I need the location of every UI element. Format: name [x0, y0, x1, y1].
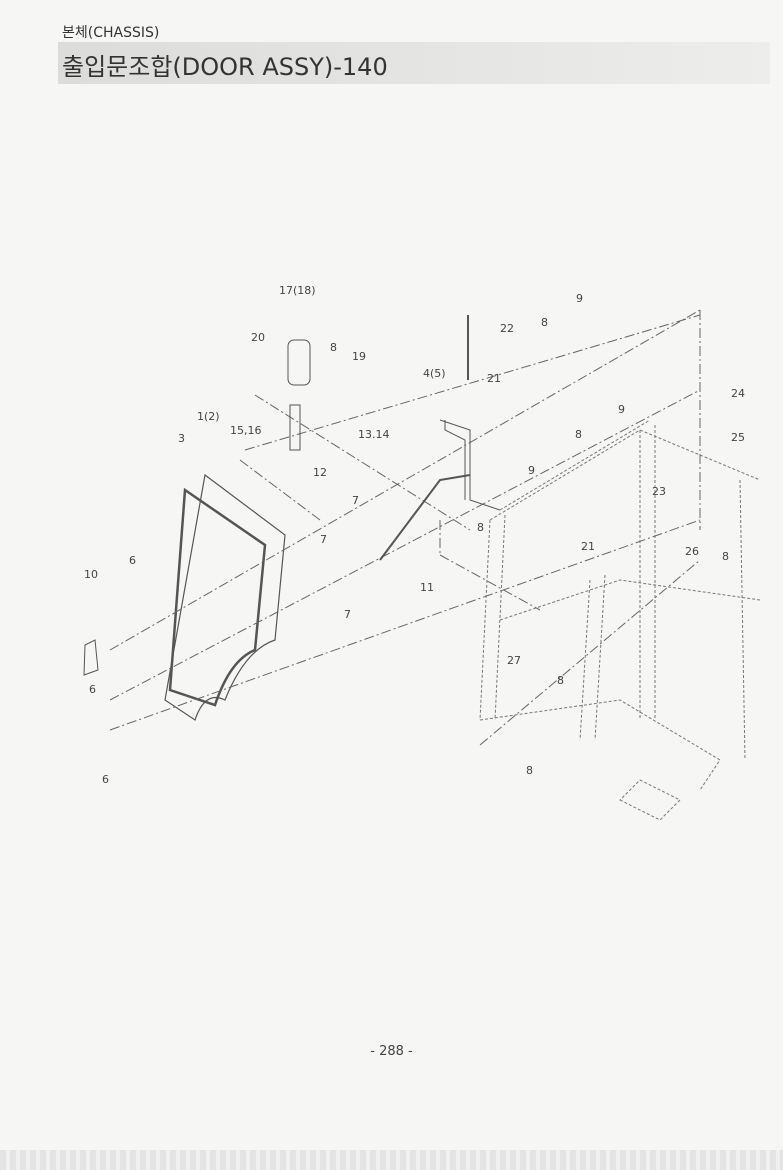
callout: 8 [477, 521, 484, 534]
callout: 7 [344, 608, 351, 621]
callout: 8 [541, 316, 548, 329]
callout: 11 [420, 581, 434, 594]
door-seal [168, 487, 267, 707]
callout: 4(5) [423, 367, 446, 380]
cab-frame [479, 419, 761, 821]
callout: 21 [487, 372, 501, 385]
callout: 8 [526, 764, 533, 777]
callout: 27 [507, 654, 521, 667]
callout: 15,16 [230, 424, 262, 437]
hinge-bracket [439, 419, 501, 511]
callout: 6 [129, 554, 136, 567]
callout: 9 [618, 403, 625, 416]
stay-rod [379, 474, 471, 561]
callout: 8 [557, 674, 564, 687]
callout: 10 [84, 568, 98, 581]
callout: 22 [500, 322, 514, 335]
door-handle [83, 639, 99, 676]
callout: 9 [528, 464, 535, 477]
callout: 8 [575, 428, 582, 441]
door-glass [164, 473, 286, 721]
section-label: 본체(CHASSIS) [62, 25, 160, 41]
callout: 6 [89, 683, 96, 696]
callout: 19 [352, 350, 366, 363]
callout: 8 [330, 341, 337, 354]
callout: 25 [731, 431, 745, 444]
callout: 8 [722, 550, 729, 563]
callout: 12 [313, 466, 327, 479]
page-title: 출입문조합(DOOR ASSY)-140 [62, 53, 388, 81]
callout: 23 [652, 485, 666, 498]
callout: 24 [731, 387, 745, 400]
latch-cover [287, 339, 311, 386]
callout: 6 [102, 773, 109, 786]
callout: 7 [352, 494, 359, 507]
callout: 17(18) [279, 284, 316, 297]
callout: 7 [320, 533, 327, 546]
callout: 9 [576, 292, 583, 305]
callout: 3 [178, 432, 185, 445]
latch-plate [289, 404, 301, 451]
page-number: - 288 - [370, 1044, 413, 1059]
callout: 21 [581, 540, 595, 553]
callout-labels: 17(18) 20 8 19 1(2) 15,16 13.14 3 12 7 7… [84, 284, 745, 786]
callout: 26 [685, 545, 699, 558]
callout: 20 [251, 331, 265, 344]
scan-artifact-strip [0, 1150, 783, 1170]
title-bar [58, 42, 770, 84]
callout: 13.14 [358, 428, 390, 441]
callout: 1(2) [197, 410, 220, 423]
